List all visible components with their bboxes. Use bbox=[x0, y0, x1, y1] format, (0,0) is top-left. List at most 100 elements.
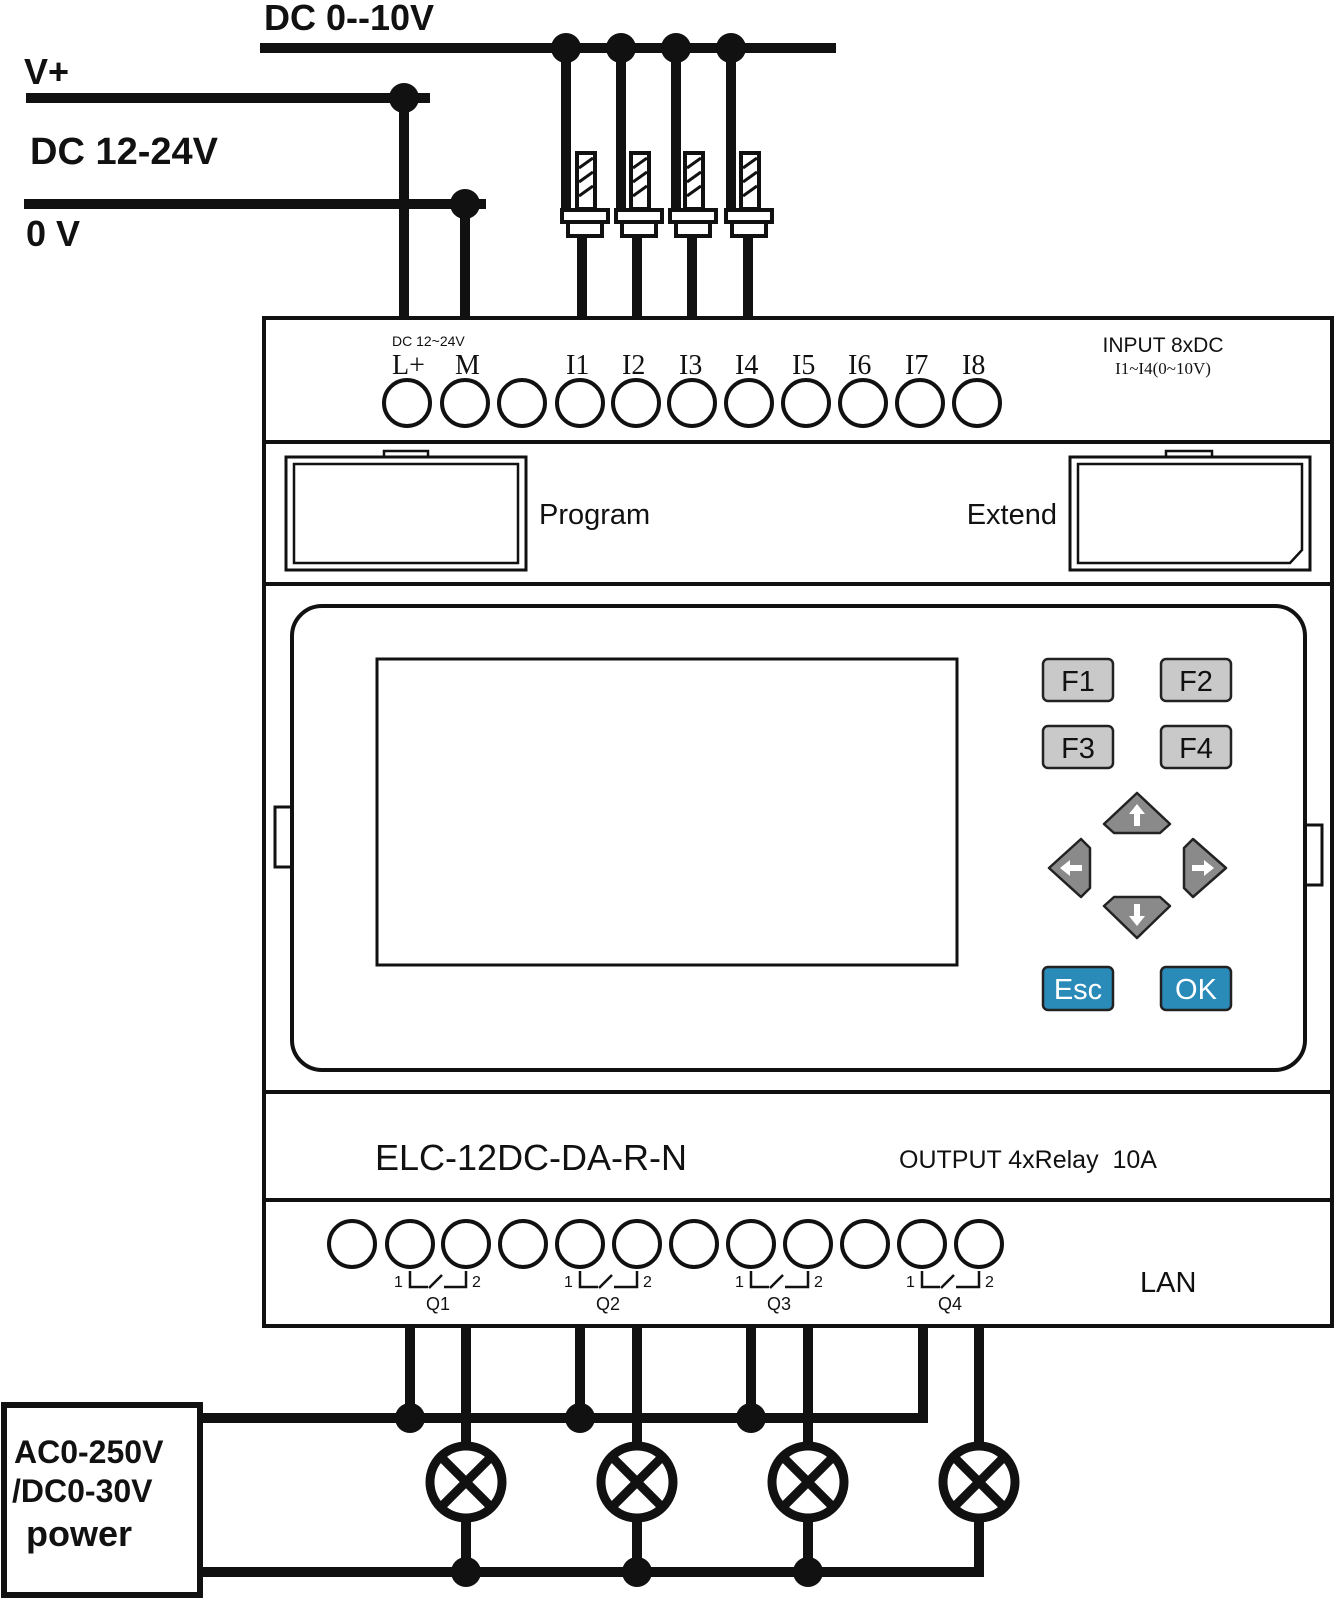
output-terminal-12 bbox=[954, 1219, 1004, 1269]
terminal-label-i4: I4 bbox=[735, 350, 758, 381]
relay-q1-pin1: 1 bbox=[394, 1274, 403, 1291]
terminal-label-i2: I2 bbox=[622, 350, 645, 381]
output-terminal-5 bbox=[555, 1219, 605, 1269]
lamp-1 bbox=[425, 1441, 507, 1523]
analog-supply-label: DC 0--10V bbox=[264, 0, 434, 38]
vplus-label: V+ bbox=[24, 51, 69, 92]
lamp-2 bbox=[596, 1441, 678, 1523]
terminal-m bbox=[440, 378, 490, 428]
output-terminal-4 bbox=[498, 1219, 548, 1269]
relay-q1-symbol: 1 2 Q1 bbox=[394, 1271, 481, 1314]
front-panel: F1 F2 F3 F4 bbox=[273, 604, 1324, 1072]
f2-key[interactable]: F2 bbox=[1159, 657, 1233, 703]
relay-q4-pin2: 2 bbox=[985, 1274, 994, 1291]
relay-q3-symbol: 1 2 Q3 bbox=[735, 1271, 823, 1314]
input-subtitle: I1~I4(0~10V) bbox=[1115, 359, 1211, 378]
relay-q2-name: Q2 bbox=[596, 1294, 620, 1314]
output-terminal-9 bbox=[783, 1219, 833, 1269]
terminal-label-lplus: L+ bbox=[392, 350, 425, 381]
analog-sensors bbox=[551, 33, 774, 318]
terminal-label-i8: I8 bbox=[962, 350, 985, 381]
analog-sensor-4 bbox=[716, 33, 774, 318]
lamp-4 bbox=[938, 1441, 1020, 1523]
analog-sensor-2 bbox=[606, 33, 664, 318]
terminal-i2 bbox=[611, 378, 661, 428]
relay-q4-pin1: 1 bbox=[906, 1274, 915, 1291]
model-label: ELC-12DC-DA-R-N bbox=[375, 1137, 687, 1178]
relay-q4-name: Q4 bbox=[938, 1294, 962, 1314]
plc-device: DC 12~24V L+ M I1 I2 I3 I4 I5 I6 I7 I8 I… bbox=[262, 316, 1334, 1328]
extend-port-label: Extend bbox=[967, 499, 1057, 531]
power-supply-label: DC 12-24V bbox=[30, 131, 219, 173]
relay-q1-name: Q1 bbox=[426, 1294, 450, 1314]
load-power-line2: /DC0-30V bbox=[12, 1473, 153, 1509]
extend-port bbox=[1068, 455, 1312, 572]
output-label: OUTPUT 4xRelay 10A bbox=[899, 1146, 1157, 1174]
down-arrow-key[interactable] bbox=[1102, 895, 1172, 940]
lan-label: LAN bbox=[1140, 1267, 1196, 1299]
analog-sensor-3 bbox=[661, 33, 718, 318]
terminal-i8 bbox=[952, 378, 1002, 428]
zero-volt-label: 0 V bbox=[26, 213, 80, 254]
load-power-source: AC0-250V /DC0-30V power bbox=[1, 1402, 203, 1598]
relay-q3-pin1: 1 bbox=[735, 1274, 744, 1291]
relay-q3-pin2: 2 bbox=[814, 1274, 823, 1291]
up-arrow-icon bbox=[1129, 804, 1145, 826]
terminal-blank bbox=[497, 378, 547, 428]
right-arrow-icon bbox=[1192, 860, 1214, 876]
dc-rating-label: DC 12~24V bbox=[392, 333, 465, 349]
analog-sensor-1 bbox=[551, 33, 610, 318]
terminal-label-i6: I6 bbox=[848, 350, 871, 381]
input-terminal-strip: DC 12~24V L+ M I1 I2 I3 I4 I5 I6 I7 I8 I… bbox=[382, 333, 1224, 428]
terminal-label-i1: I1 bbox=[566, 350, 589, 381]
relay-q3-name: Q3 bbox=[767, 1294, 791, 1314]
f3-key[interactable]: F3 bbox=[1041, 724, 1115, 770]
terminal-label-m: M bbox=[455, 350, 480, 381]
program-port-label: Program bbox=[539, 499, 650, 531]
output-terminal-10 bbox=[840, 1219, 890, 1269]
down-arrow-icon bbox=[1129, 904, 1145, 926]
relay-q2-pin2: 2 bbox=[643, 1274, 652, 1291]
output-terminal-1 bbox=[327, 1219, 377, 1269]
supply-wiring: DC 0--10V V+ DC 12-24V 0 V bbox=[24, 0, 836, 318]
port-strip: Program Extend bbox=[284, 449, 1312, 572]
ok-key-label: OK bbox=[1175, 974, 1218, 1006]
output-wiring: AC0-250V /DC0-30V power bbox=[1, 1326, 1020, 1598]
output-terminal-7 bbox=[669, 1219, 719, 1269]
terminal-i7 bbox=[895, 378, 945, 428]
lamp-3 bbox=[767, 1441, 849, 1523]
f4-key[interactable]: F4 bbox=[1159, 724, 1233, 770]
terminal-i6 bbox=[838, 378, 888, 428]
right-arrow-key[interactable] bbox=[1182, 837, 1228, 899]
relay-q4-symbol: 1 2 Q4 bbox=[906, 1271, 994, 1314]
terminal-i4 bbox=[724, 378, 774, 428]
terminal-label-i7: I7 bbox=[905, 350, 928, 381]
output-terminal-8 bbox=[726, 1219, 776, 1269]
terminal-label-i5: I5 bbox=[792, 350, 815, 381]
relay-q2-symbol: 1 2 Q2 bbox=[564, 1271, 652, 1314]
relay-q2-pin1: 1 bbox=[564, 1274, 573, 1291]
f3-key-label: F3 bbox=[1061, 733, 1095, 765]
left-arrow-icon bbox=[1060, 860, 1082, 876]
lcd-display bbox=[375, 657, 959, 967]
left-arrow-key[interactable] bbox=[1047, 837, 1092, 899]
up-arrow-key[interactable] bbox=[1102, 791, 1172, 835]
f4-key-label: F4 bbox=[1179, 733, 1213, 765]
terminal-label-i3: I3 bbox=[679, 350, 702, 381]
output-terminal-6 bbox=[612, 1219, 662, 1269]
load-power-line3: power bbox=[26, 1513, 132, 1554]
terminal-lplus bbox=[382, 378, 432, 428]
output-terminal-2 bbox=[385, 1219, 435, 1269]
esc-key-label: Esc bbox=[1054, 974, 1102, 1006]
terminal-i3 bbox=[667, 378, 717, 428]
terminal-i1 bbox=[555, 378, 605, 428]
output-terminal-strip: 1 2 Q1 1 2 Q2 1 2 Q3 1 2 Q4 bbox=[327, 1219, 1196, 1314]
input-title: INPUT 8xDC bbox=[1103, 334, 1224, 357]
output-terminal-11 bbox=[897, 1219, 947, 1269]
relay-q1-pin2: 2 bbox=[472, 1274, 481, 1291]
esc-key[interactable]: Esc bbox=[1041, 965, 1115, 1012]
ok-key[interactable]: OK bbox=[1159, 965, 1233, 1012]
f1-key[interactable]: F1 bbox=[1041, 657, 1115, 703]
load-power-line1: AC0-250V bbox=[14, 1434, 164, 1470]
